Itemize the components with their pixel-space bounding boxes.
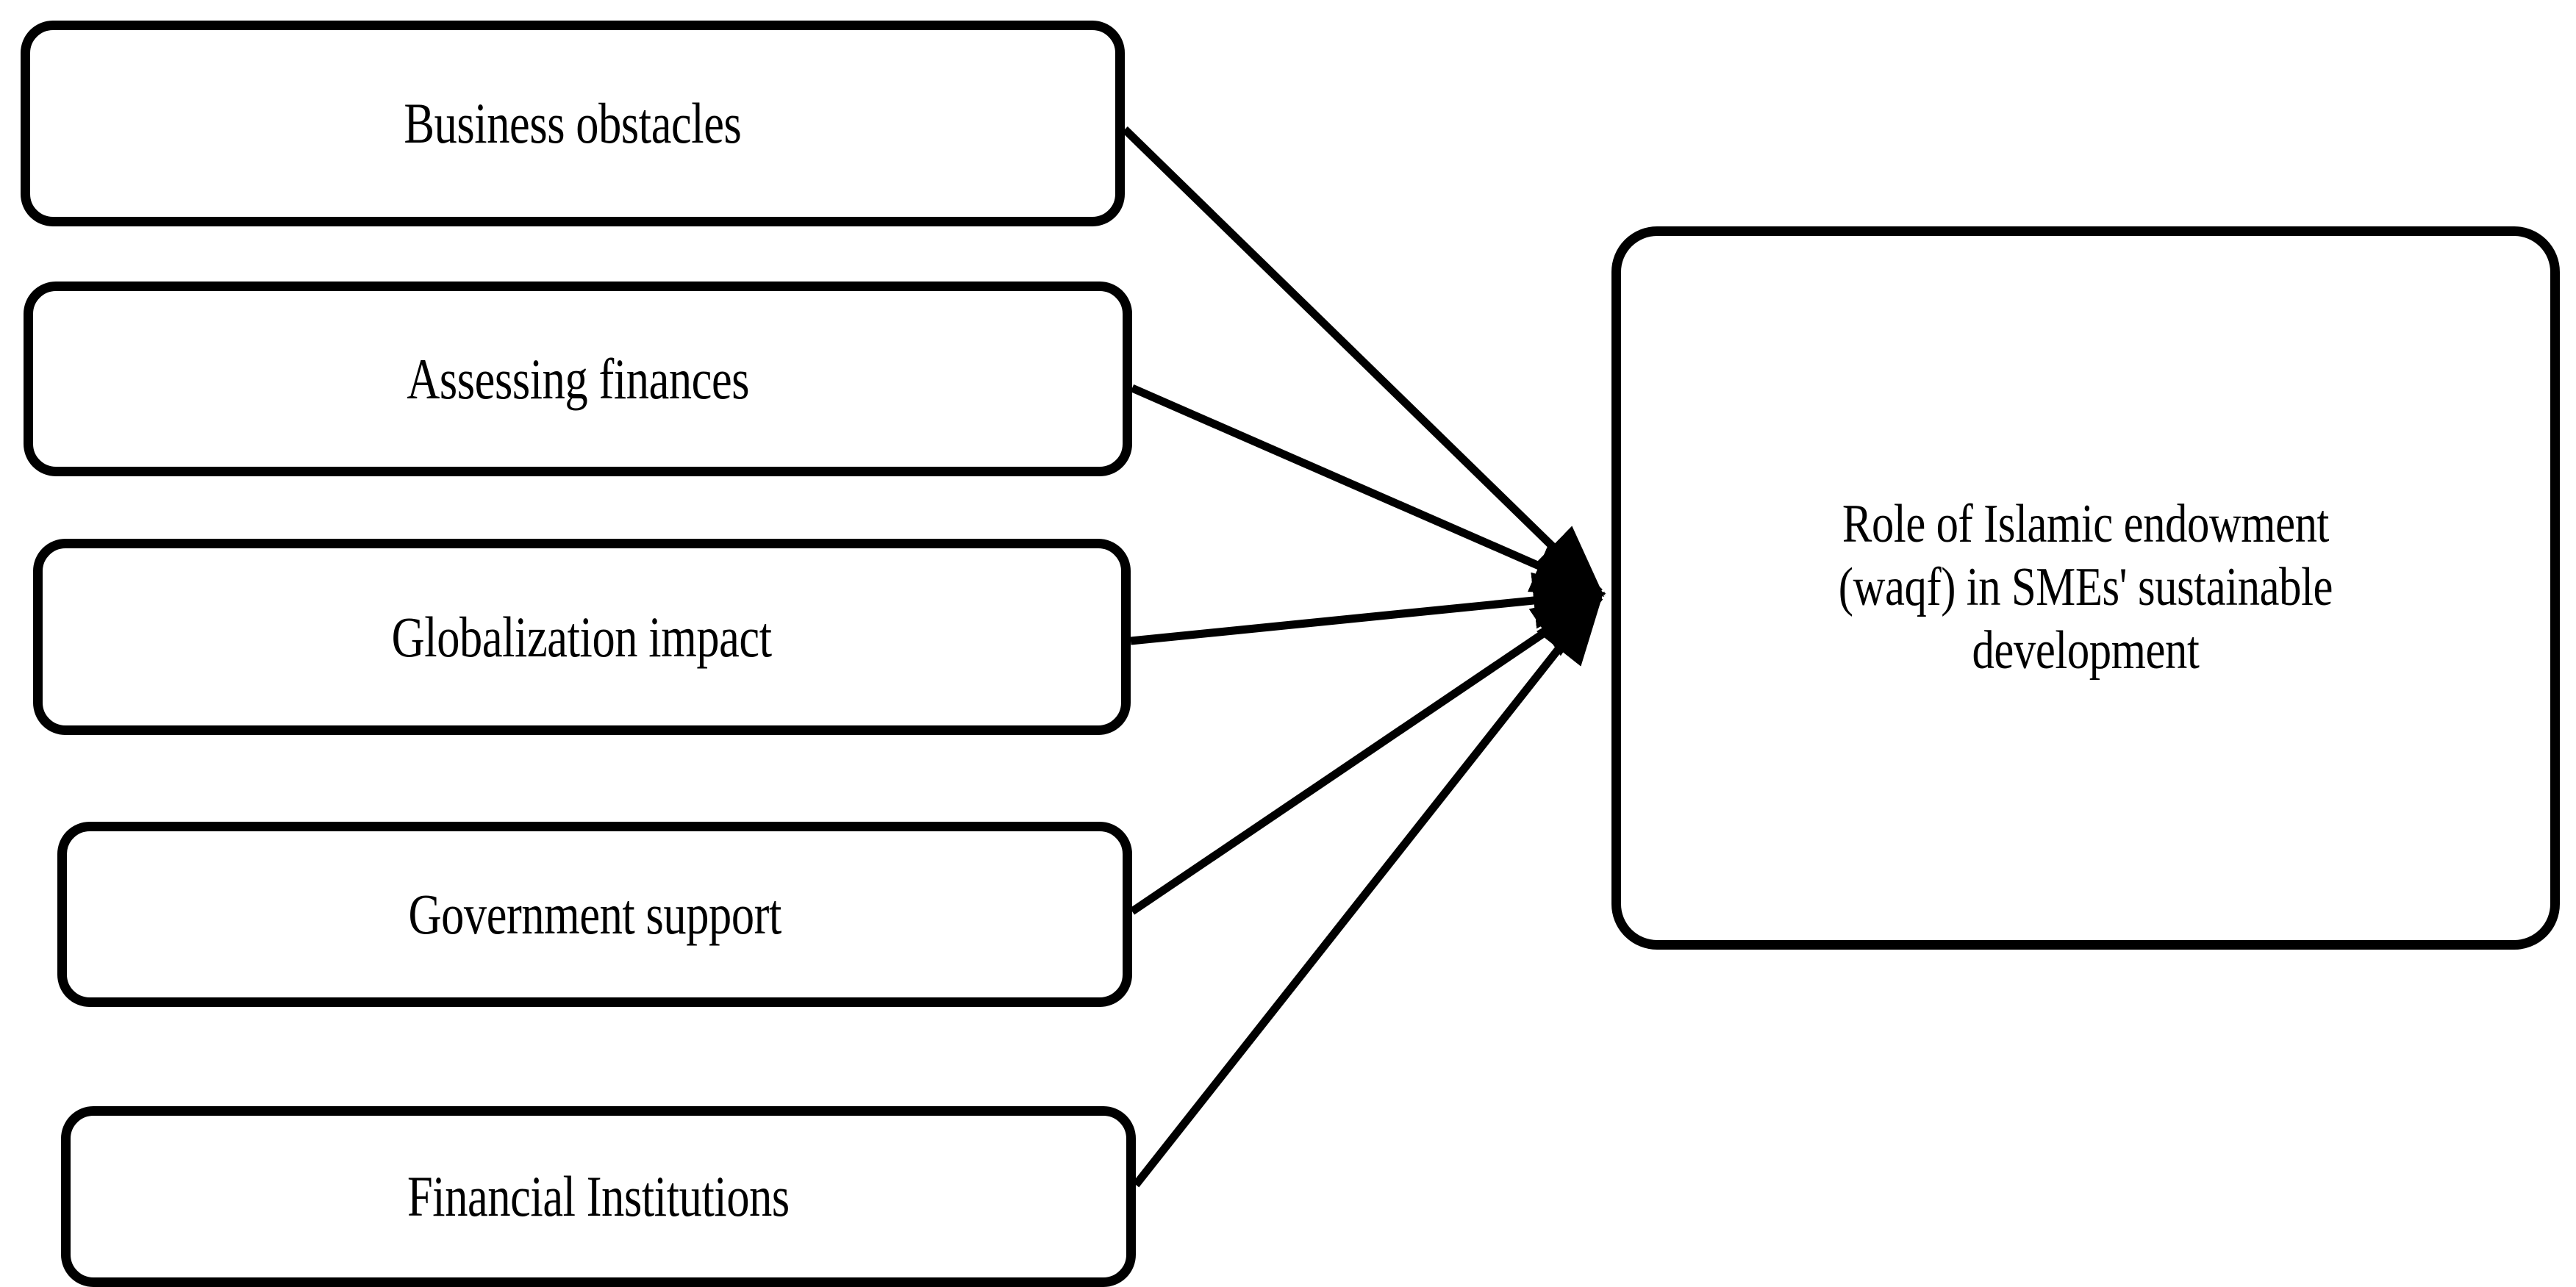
node-government-support[interactable]: Government support bbox=[57, 822, 1132, 1007]
outcome-line-3: development bbox=[1972, 620, 2200, 681]
arrow-globalization-impact bbox=[1130, 572, 1606, 645]
node-globalization-impact[interactable]: Globalization impact bbox=[33, 539, 1131, 735]
outcome-line-1: Role of Islamic endowment bbox=[1842, 494, 2330, 555]
node-label-business-obstacles: Business obstacles bbox=[404, 91, 742, 155]
node-label-financial-institutions: Financial Institutions bbox=[407, 1164, 790, 1228]
node-label-globalization-impact: Globalization impact bbox=[391, 604, 773, 669]
node-label-waqf-role: Role of Islamic endowment (waqf) in SMEs… bbox=[1839, 493, 2333, 682]
node-label-assessing-finances: Assessing finances bbox=[407, 346, 749, 411]
outcome-line-2: (waqf) in SMEs' sustainable bbox=[1838, 557, 2333, 618]
arrow-financial-institutions bbox=[1132, 592, 1604, 1188]
node-waqf-role[interactable]: Role of Islamic endowment (waqf) in SMEs… bbox=[1611, 226, 2560, 950]
arrow-government-support bbox=[1129, 592, 1606, 915]
node-label-government-support: Government support bbox=[408, 882, 781, 946]
node-financial-institutions[interactable]: Financial Institutions bbox=[61, 1106, 1136, 1287]
arrow-business-obstacles bbox=[1122, 126, 1605, 598]
node-assessing-finances[interactable]: Assessing finances bbox=[24, 282, 1132, 476]
node-business-obstacles[interactable]: Business obstacles bbox=[21, 21, 1125, 226]
arrow-assessing-finances bbox=[1130, 384, 1606, 597]
